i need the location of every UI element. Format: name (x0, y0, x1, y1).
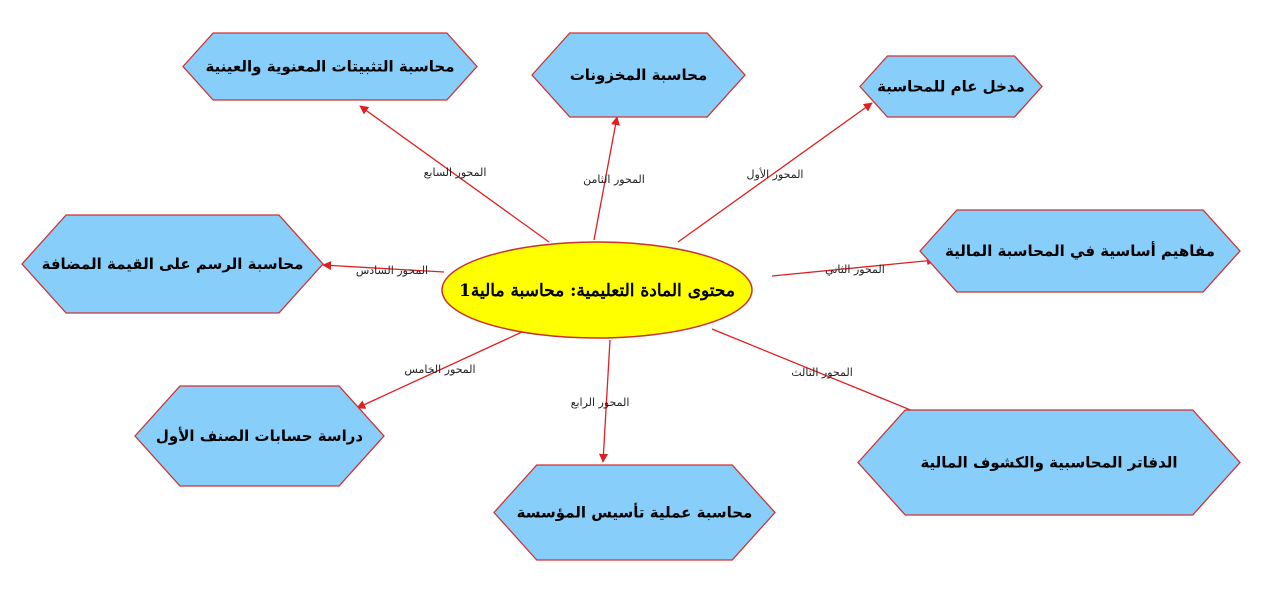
topic-label: محاسبة التثبيتات المعنوية والعينية (205, 58, 454, 76)
edge-5 (356, 331, 523, 409)
topic-label: محاسبة الرسم على القيمة المضافة (42, 255, 304, 273)
edge-label-1: المحور الأول (747, 167, 804, 181)
hexagon-shape (919, 209, 1241, 293)
hexagon-shape (134, 385, 385, 487)
edge-label-6: المحور السادس (356, 264, 428, 277)
topic-node-3[interactable]: الدفاتر المحاسبية والكشوف المالية (857, 409, 1241, 516)
topic-node-1[interactable]: مدخل عام للمحاسبة (859, 55, 1043, 118)
topic-label: محاسبة عملية تأسيس المؤسسة (517, 503, 753, 522)
topic-node-6[interactable]: محاسبة الرسم على القيمة المضافة (21, 214, 324, 314)
hexagon-shape (859, 55, 1043, 118)
edge-2 (771, 256, 936, 277)
topic-node-8[interactable]: محاسبة المخزونات (531, 32, 746, 118)
topic-label: الدفاتر المحاسبية والكشوف المالية (920, 454, 1177, 472)
edge-3 (711, 328, 936, 422)
edge-label-7: المحور السابع (424, 166, 487, 179)
hexagon-shape (493, 464, 776, 561)
hexagon-shape (21, 214, 324, 314)
hexagon-shape (531, 32, 746, 118)
edge-label-5: المحور الخامس (404, 363, 475, 376)
edge-label-4: المحور الرابع (571, 396, 630, 409)
topic-label: مفاهيم أساسية في المحاسبة المالية (945, 241, 1215, 260)
topic-label: محاسبة المخزونات (570, 66, 708, 84)
topic-node-5[interactable]: دراسة حسابات الصنف الأول (134, 385, 385, 487)
topic-node-7[interactable]: محاسبة التثبيتات المعنوية والعينية (182, 32, 478, 101)
edge-label-3: المحور الثالث (791, 366, 853, 379)
edge-label-8: المحور الثامن (583, 173, 645, 186)
topic-node-2[interactable]: مفاهيم أساسية في المحاسبة المالية (919, 209, 1241, 293)
edge-8 (593, 116, 620, 241)
edge-4 (598, 339, 611, 463)
topic-label: مدخل عام للمحاسبة (877, 78, 1025, 96)
edge-7 (359, 105, 550, 243)
center-label: محتوى المادة التعليمية: محاسبة مالية1 (459, 281, 735, 301)
edge-1 (677, 102, 873, 243)
center-ellipse (441, 241, 753, 339)
hexagon-shape (857, 409, 1241, 516)
hexagon-shape (182, 32, 478, 101)
center-node[interactable]: محتوى المادة التعليمية: محاسبة مالية1 (441, 241, 753, 339)
topic-label: دراسة حسابات الصنف الأول (156, 427, 364, 445)
edge-6 (322, 260, 445, 273)
edge-label-2: المحور الثاني (825, 263, 885, 276)
topic-node-4[interactable]: محاسبة عملية تأسيس المؤسسة (493, 464, 776, 561)
